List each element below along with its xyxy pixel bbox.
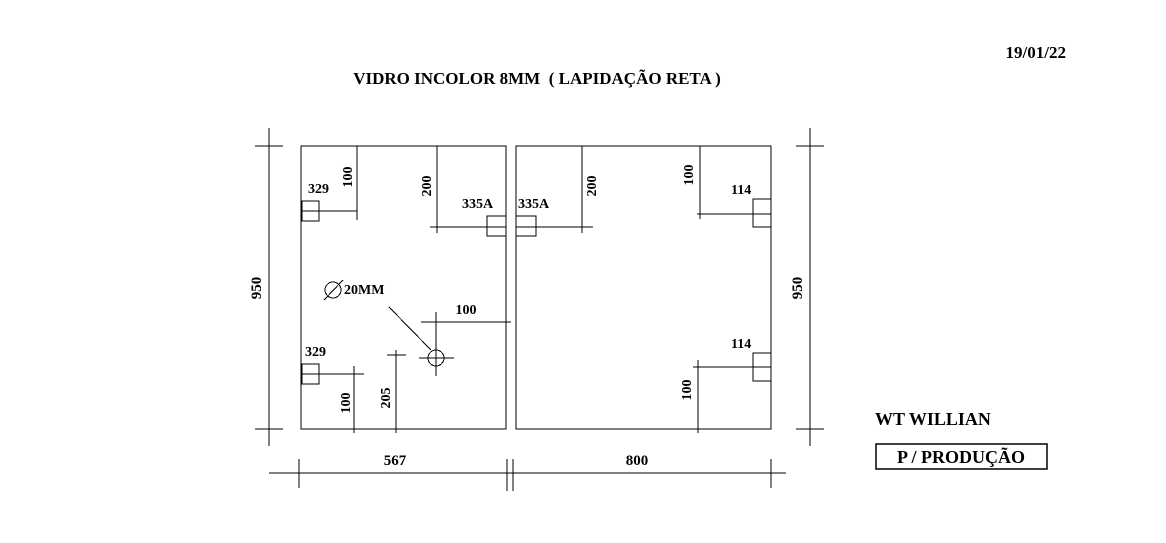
left-glass-panel	[300, 145, 507, 430]
right-top-hinge-code: 114	[731, 183, 751, 198]
right-top-hinge-dim: 100	[682, 165, 697, 186]
left-bottom-hinge-dim: 100	[339, 393, 354, 414]
hole-leader-line	[388, 306, 432, 351]
client-name: WT WILLIAN	[875, 409, 991, 429]
right-top-hinge-cutout	[752, 198, 772, 228]
left-lock-cutout	[486, 215, 507, 237]
production-stamp: P / PRODUÇÃO	[897, 446, 1025, 467]
left-height-dimension	[255, 128, 283, 446]
hole-diameter-label: 20MM	[344, 283, 384, 298]
right-glass-panel	[515, 145, 772, 430]
production-stamp-box	[875, 443, 1048, 470]
hole-y-dim: 205	[379, 388, 394, 409]
hole-x-dim: 100	[456, 303, 477, 318]
right-lock-cutout	[515, 215, 537, 237]
right-bottom-hinge-dim: 100	[680, 380, 695, 401]
right-lock-dim: 200	[585, 176, 600, 197]
left-top-hinge-code: 329	[308, 182, 329, 197]
width-dimension-line	[269, 459, 786, 491]
left-width-label: 567	[384, 453, 407, 469]
date-label: 19/01/22	[1006, 43, 1066, 62]
left-lock-dim: 200	[420, 176, 435, 197]
left-height-label: 950	[249, 277, 265, 300]
right-width-label: 800	[626, 453, 649, 469]
left-lock-code: 335A	[462, 197, 494, 212]
right-bottom-hinge-code: 114	[731, 337, 751, 352]
right-height-label: 950	[790, 277, 806, 300]
left-top-hinge-dim: 100	[341, 167, 356, 188]
drawing-title: VIDRO INCOLOR 8MM ( LAPIDAÇÃO RETA )	[353, 69, 721, 88]
hole-marker	[419, 312, 454, 376]
right-lock-code: 335A	[518, 197, 550, 212]
diameter-symbol	[323, 279, 344, 301]
left-bottom-hinge-code: 329	[305, 345, 326, 360]
right-height-dimension	[796, 128, 824, 446]
